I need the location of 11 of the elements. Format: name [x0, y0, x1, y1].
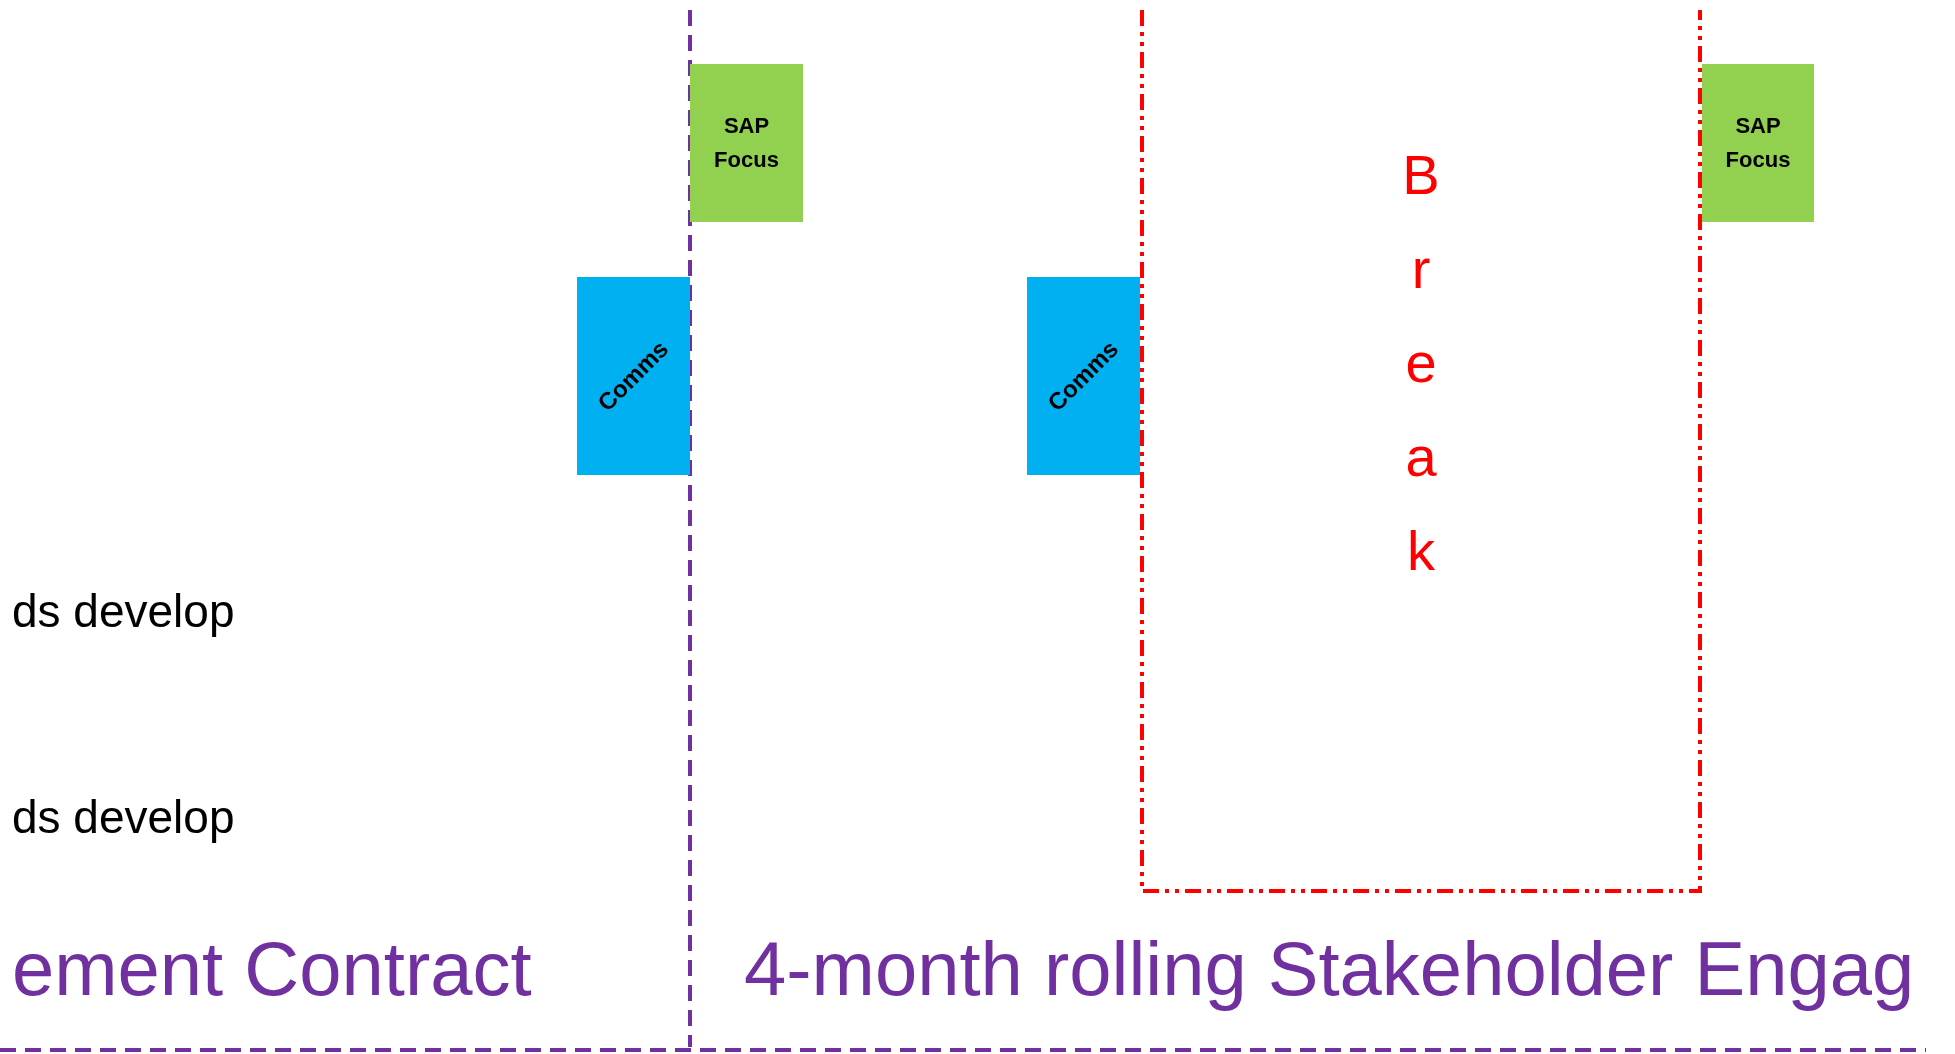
box-label: SAP Focus [1724, 111, 1792, 174]
row-label: ds develop [12, 790, 235, 844]
break-label: Break [1401, 142, 1441, 585]
box-label: SAP Focus [713, 111, 780, 174]
comms-box [577, 277, 690, 475]
comms-box [1027, 277, 1140, 475]
phase-label: 4-month rolling Stakeholder Engag [744, 925, 1915, 1012]
focus-box [690, 64, 803, 222]
phase-label: ement Contract [12, 925, 532, 1012]
focus-box [1702, 64, 1814, 222]
row-label: ds develop [12, 584, 235, 638]
